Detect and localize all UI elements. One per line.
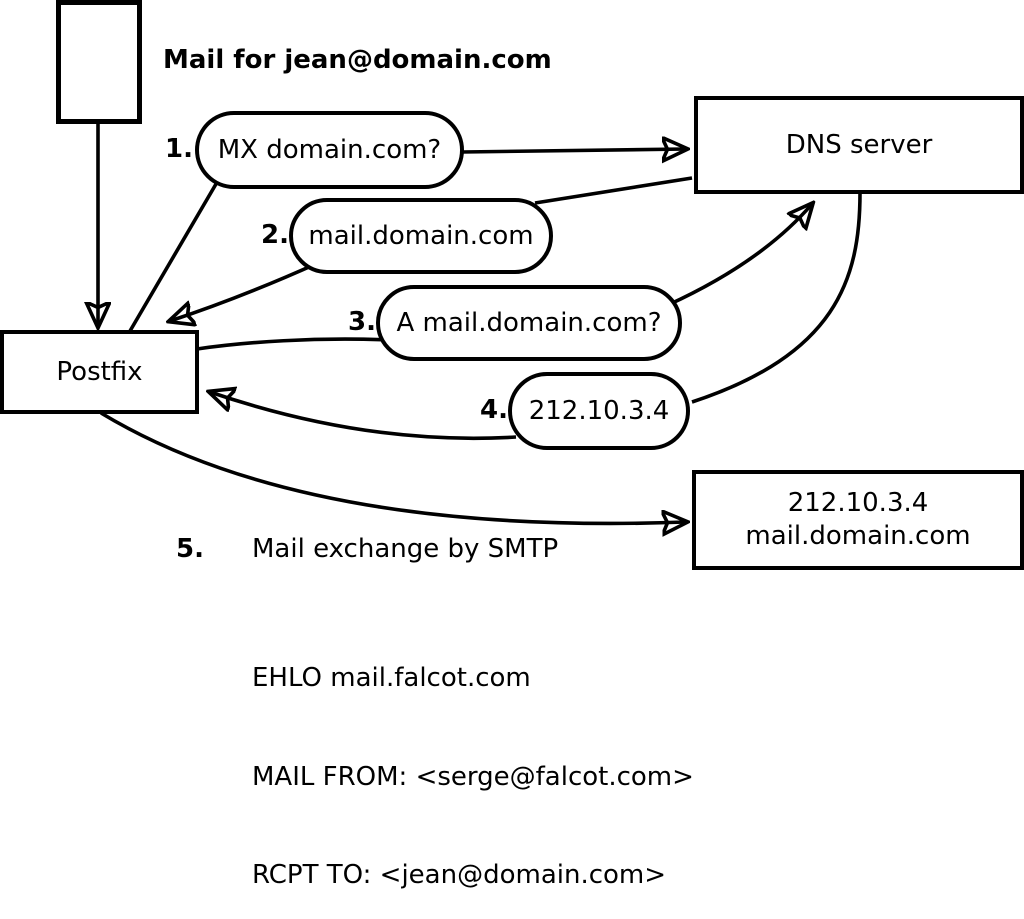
step-number-3: 3. <box>348 307 376 337</box>
arrow-query3-to-dns <box>667 204 812 307</box>
mail-envelope-shape <box>56 0 142 124</box>
step-number-2: 2. <box>261 220 289 250</box>
answer-a-pill: 212.10.3.4 <box>508 372 690 450</box>
postfix-node-label: Postfix <box>56 357 143 387</box>
line-dns-to-answer4 <box>691 192 862 404</box>
smtp-line-ehlo: EHLO mail.falcot.com <box>252 663 531 694</box>
query-mx-pill-label: MX domain.com? <box>217 135 442 165</box>
smtp-line-rcpt-to: RCPT TO: <jean@domain.com> <box>252 859 667 890</box>
dns-server-node: DNS server <box>694 96 1024 194</box>
smtp-exchange-label: Mail exchange by SMTP <box>252 534 559 564</box>
line-dns-to-answer2 <box>534 176 693 205</box>
step-number-1: 1. <box>165 134 193 164</box>
step-number-4: 4. <box>480 395 508 425</box>
arrow-query1-to-dns <box>461 149 686 152</box>
mail-for-label: Mail for jean@domain.com <box>163 45 552 75</box>
query-a-pill: A mail.domain.com? <box>376 285 682 361</box>
answer-a-pill-label: 212.10.3.4 <box>528 396 670 426</box>
smtp-line-mail-from: MAIL FROM: <serge@falcot.com> <box>252 761 694 792</box>
query-mx-pill: MX domain.com? <box>195 111 464 189</box>
step-number-5: 5. <box>176 534 204 564</box>
mail-server-hostname: mail.domain.com <box>745 521 971 551</box>
line-postfix-to-query3 <box>196 337 391 351</box>
line-postfix-to-query1 <box>128 183 218 332</box>
arrow-answer2-to-postfix <box>170 261 319 321</box>
dns-server-node-label: DNS server <box>785 130 933 160</box>
answer-mx-pill-label: mail.domain.com <box>308 221 534 251</box>
query-a-pill-label: A mail.domain.com? <box>396 308 662 338</box>
arrow-postfix-to-mailserver <box>100 411 686 523</box>
postfix-node: Postfix <box>0 330 199 414</box>
smtp-session-transcript: EHLO mail.falcot.com MAIL FROM: <serge@f… <box>252 597 694 919</box>
mail-server-ip: 212.10.3.4 <box>787 488 929 518</box>
mail-server-node: 212.10.3.4 mail.domain.com <box>692 470 1024 570</box>
arrow-answer4-to-postfix <box>210 392 517 441</box>
answer-mx-pill: mail.domain.com <box>289 198 553 274</box>
